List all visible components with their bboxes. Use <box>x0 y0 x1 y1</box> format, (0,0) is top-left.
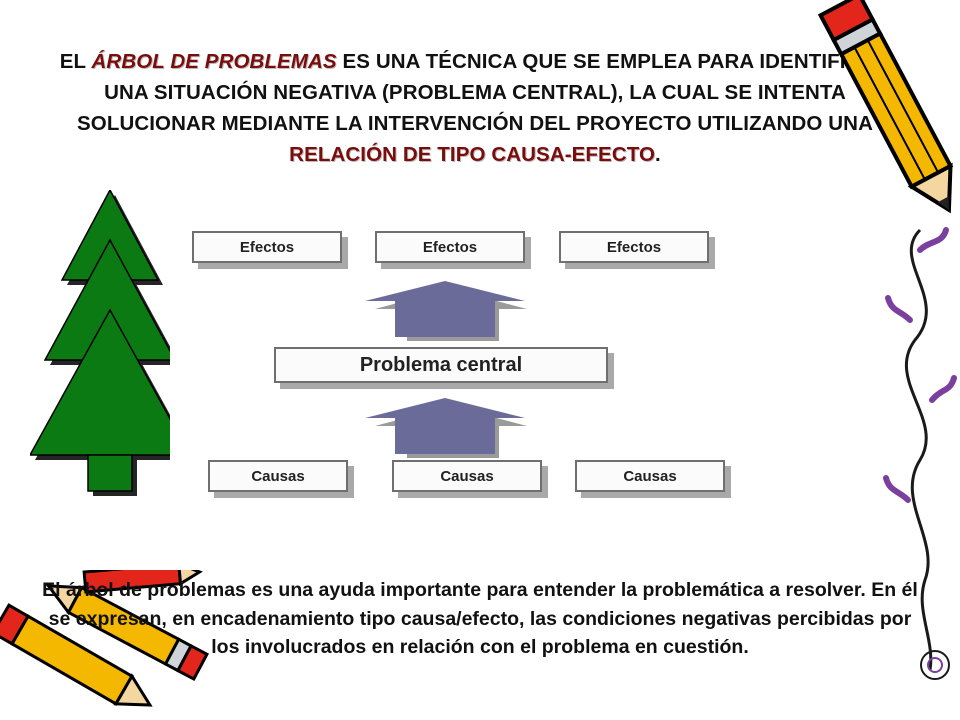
vine-decoration <box>883 227 957 680</box>
cause-box: Causas <box>575 460 725 492</box>
problem-tree-diagram: Efectos Efectos Efectos Problema central… <box>170 205 760 530</box>
heading-end: . <box>655 143 661 166</box>
cause-box: Causas <box>208 460 348 492</box>
heading-term: ÁRBOL DE PROBLEMAS <box>91 50 337 73</box>
effect-box: Efectos <box>559 231 709 263</box>
effect-box: Efectos <box>375 231 525 263</box>
description-paragraph: El árbol de problemas es una ayuda impor… <box>42 579 918 658</box>
up-arrow-icon <box>365 281 527 341</box>
heading-part1: EL <box>59 50 92 73</box>
heading-relation: RELACIÓN DE TIPO CAUSA-EFECTO <box>289 143 656 166</box>
pine-tree-icon <box>30 190 195 496</box>
cause-box: Causas <box>392 460 542 492</box>
pencil-icon <box>817 0 954 214</box>
pencils-icon <box>0 570 209 707</box>
slide-heading: EL ÁRBOL DE PROBLEMAS ES UNA TÉCNICA QUE… <box>40 46 910 170</box>
effect-box: Efectos <box>192 231 342 263</box>
central-problem-box: Problema central <box>274 347 608 383</box>
heading-part2: ES UNA TÉCNICA QUE SE EMPLEA PARA IDENTI… <box>77 50 891 135</box>
up-arrow-icon <box>365 398 527 458</box>
